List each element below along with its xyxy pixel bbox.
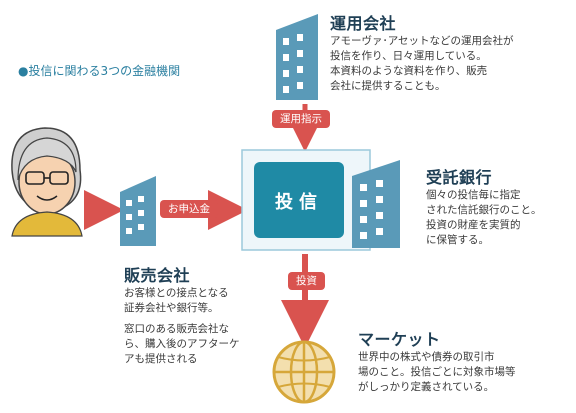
trustee-bank-title: 受託銀行 xyxy=(426,168,493,187)
trustee-bank-description: 個々の投信毎に指定 された信託銀行のこと。 投資の財産を実質的 に保管する。 xyxy=(426,189,542,246)
distributor-description-1: お客様との接点となる 証券会社や銀行等。 xyxy=(124,287,229,314)
management-company-title: 運用会社 xyxy=(330,14,397,33)
distributor-description-2: 窓口のある販売会社な ら、購入後のアフターケ アも提供される xyxy=(124,323,240,365)
management-company-building-icon xyxy=(276,14,318,100)
application-money-tag: お申込金 xyxy=(160,200,218,218)
investment-tag: 投資 xyxy=(288,272,325,290)
fund-center-label: 投信 xyxy=(275,192,323,213)
distributor-title: 販売会社 xyxy=(124,266,191,285)
trustee-bank-building-icon xyxy=(352,160,400,248)
investor-icon xyxy=(11,127,83,237)
instruction-tag: 運用指示 xyxy=(272,110,330,128)
management-company-description: アモーヴァ･アセットなどの運用会社が 投信を作り、日々運用している。 本資料のよ… xyxy=(330,35,514,92)
distributor-building-icon xyxy=(120,176,156,246)
market-title: マーケット xyxy=(358,330,441,349)
market-description: 世界中の株式や債券の取引市 場のこと。投信ごとに対象市場等 がしっかり定義されて… xyxy=(358,351,516,393)
market-globe-icon xyxy=(272,340,336,404)
diagram-subtitle: ●投信に関わる3つの金融機関 xyxy=(18,64,181,78)
